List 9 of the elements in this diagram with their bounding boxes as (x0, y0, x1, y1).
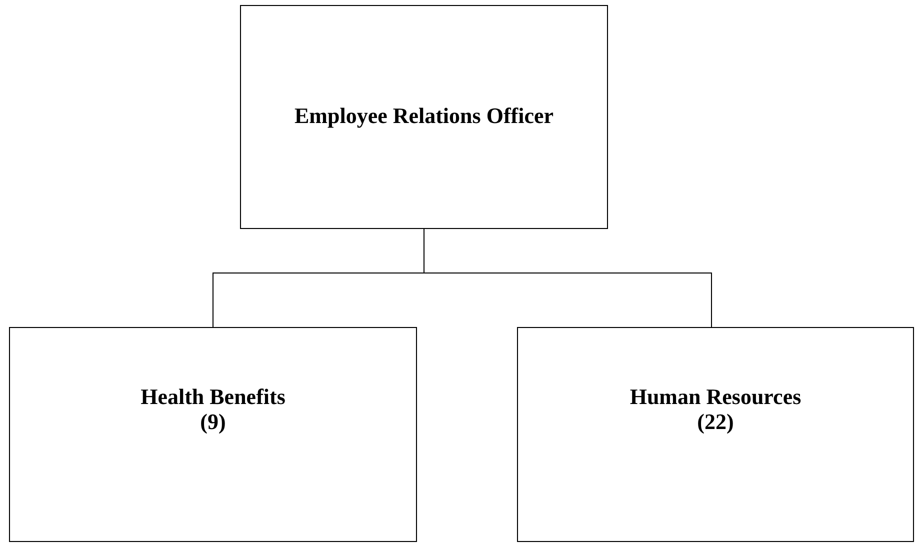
org-box (9, 327, 417, 542)
box-count: (9) (200, 409, 226, 434)
org-box (517, 327, 914, 542)
box-title: Health Benefits (140, 384, 286, 409)
box-title: Human Resources (630, 384, 802, 409)
box-count: (22) (697, 409, 734, 434)
box-title: Employee Relations Officer (294, 103, 554, 128)
org-box (240, 5, 608, 229)
connector-line (424, 228, 712, 328)
